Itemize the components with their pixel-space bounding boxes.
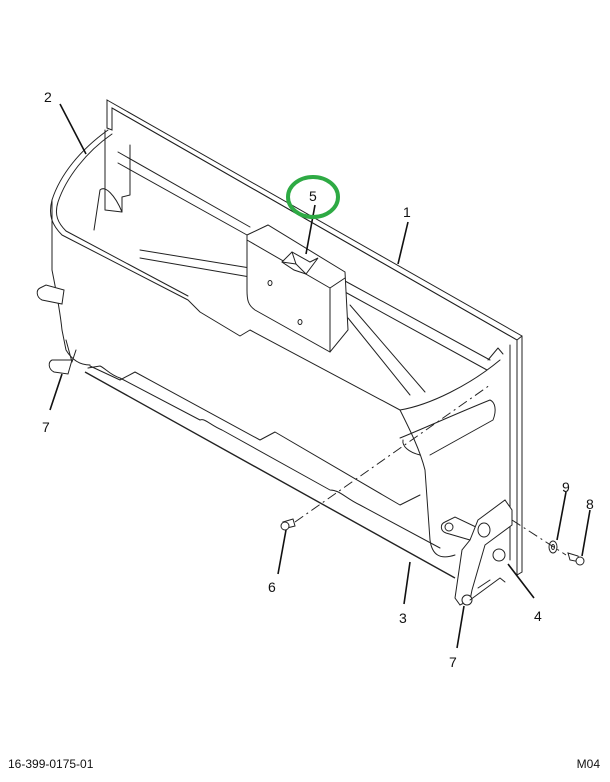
drawing-number: 16-399-0175-01 (8, 757, 94, 771)
fastener-hardware (280, 518, 585, 566)
callout-6[interactable]: 6 (268, 579, 276, 595)
callout-2[interactable]: 2 (44, 89, 52, 105)
callout-8[interactable]: 8 (586, 496, 594, 512)
callout-9[interactable]: 9 (562, 479, 570, 495)
latch-housing (246, 224, 349, 353)
callout-7-left[interactable]: 7 (42, 419, 50, 435)
sheet-code: M04 (576, 757, 600, 771)
hinge-bracket-part-4 (440, 499, 513, 606)
alignment-lines (294, 384, 567, 556)
callout-5[interactable]: 5 (309, 188, 317, 204)
left-hinge-pin-part-7 (36, 284, 77, 375)
latch-button-part-5 (281, 251, 319, 275)
highlight-circle (286, 175, 340, 219)
callout-3[interactable]: 3 (399, 610, 407, 626)
seal-strip-part-3 (84, 365, 456, 579)
callout-1[interactable]: 1 (403, 204, 411, 220)
storage-bin-part-2 (49, 129, 501, 558)
callout-7-right[interactable]: 7 (449, 654, 457, 670)
leader-lines (49, 103, 591, 649)
callout-4[interactable]: 4 (534, 608, 542, 624)
upper-rail (117, 151, 504, 396)
door-panel-part-1 (106, 99, 523, 576)
